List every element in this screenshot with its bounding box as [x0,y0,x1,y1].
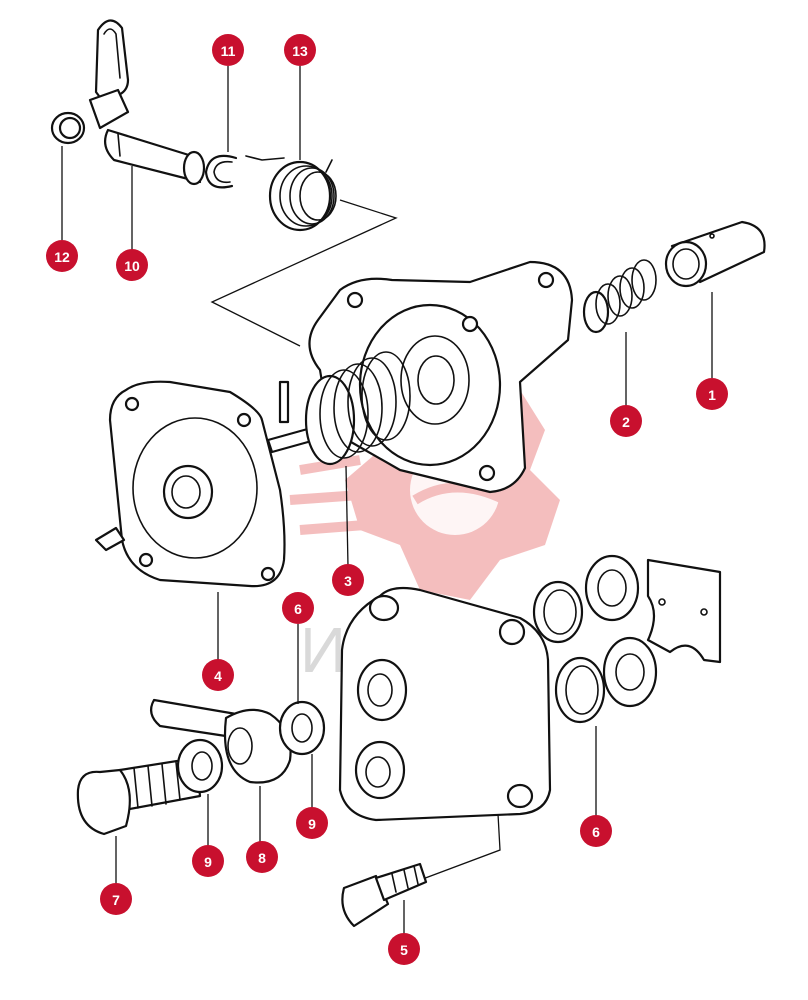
callout-marker [116,249,148,281]
callout-label: 12 [54,249,70,265]
callout-label: 13 [292,43,308,59]
callout-c6b: 6 [580,815,612,847]
callout-label: 3 [344,573,352,589]
callout-c11: 11 [212,34,244,66]
part-cover-plate [94,380,286,588]
callout-marker [246,841,278,873]
callout-c4: 4 [202,659,234,691]
part-main-spring [266,351,411,466]
callout-c2: 2 [610,405,642,437]
callout-label: 6 [294,601,302,617]
callout-c12: 12 [46,240,78,272]
part-gasket-plate [646,558,722,664]
callout-label: 9 [204,854,212,870]
part-circlip [50,111,86,145]
callout-marker [332,564,364,596]
callout-c9a: 9 [192,845,224,877]
part-lever-shaft [88,19,206,186]
callout-marker [580,815,612,847]
callout-label: 2 [622,414,630,430]
callout-c13: 13 [284,34,316,66]
part-washer-right [278,700,326,756]
callout-label: 4 [214,668,222,684]
callout-marker [212,34,244,66]
callout-c8: 8 [246,841,278,873]
callout-marker [388,933,420,965]
callout-c1: 1 [696,378,728,410]
callout-c7: 7 [100,883,132,915]
callout-marker [296,807,328,839]
callout-label: 1 [708,387,716,403]
callout-marker [100,883,132,915]
callout-marker [46,240,78,272]
callout-marker [696,378,728,410]
callout-label: 7 [112,892,120,908]
callout-label: 8 [258,850,266,866]
callout-label: 9 [308,816,316,832]
part-washer-left [176,738,224,794]
callout-label: 11 [221,43,236,59]
callout-c5: 5 [388,933,420,965]
part-torsion-spring [245,155,337,232]
callout-marker [284,34,316,66]
callout-c9b: 9 [296,807,328,839]
callout-marker [610,405,642,437]
part-banjo-union [224,708,292,784]
part-lower-housing [338,586,552,887]
leader-lines [61,66,713,935]
part-sleeve [664,220,766,288]
callout-marker [202,659,234,691]
part-small-bolt [341,862,428,928]
callout-c6a: 6 [282,592,314,624]
callout-c10: 10 [116,249,148,281]
part-valve-seals [532,554,658,724]
callout-label: 10 [124,258,140,274]
callout-label: 6 [592,824,600,840]
callout-marker [192,845,224,877]
part-snap-ring [204,154,238,189]
callout-c3: 3 [332,564,364,596]
callout-label: 5 [400,942,408,958]
part-compression-spring [582,259,657,334]
callout-marker [282,592,314,624]
